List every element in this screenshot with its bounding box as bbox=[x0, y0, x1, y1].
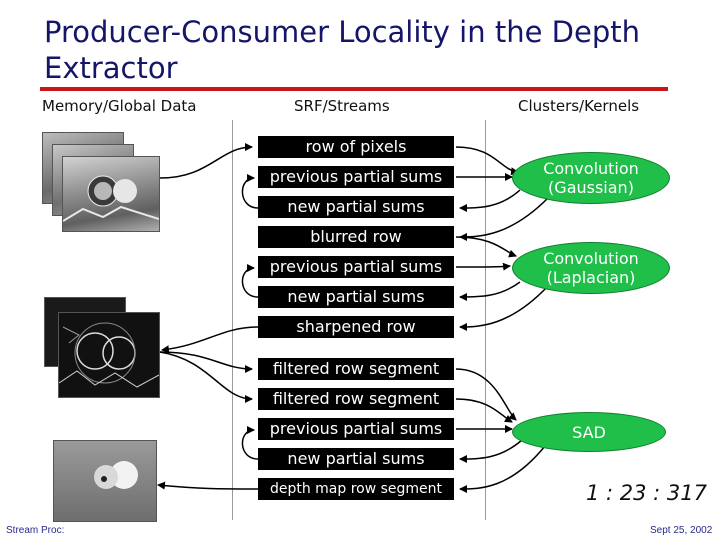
stream-bar: previous partial sums bbox=[258, 256, 454, 278]
stream-bar: new partial sums bbox=[258, 286, 454, 308]
column-divider-right bbox=[485, 120, 486, 520]
stream-bar: sharpened row bbox=[258, 316, 454, 338]
kernel-laplacian-line2: (Laplacian) bbox=[546, 268, 636, 287]
footer-date: Sept 25, 2002 bbox=[650, 525, 713, 536]
stream-bar: new partial sums bbox=[258, 196, 454, 218]
kernel-gaussian: Convolution(Gaussian) bbox=[512, 152, 670, 204]
footer-left: Stream Proc: bbox=[6, 525, 65, 536]
input-image-scene bbox=[63, 175, 159, 222]
kernel-laplacian-line1: Convolution bbox=[543, 249, 639, 268]
column-header-memory: Memory/Global Data bbox=[42, 97, 197, 115]
stream-bar: new partial sums bbox=[258, 448, 454, 470]
kernel-laplacian: Convolution(Laplacian) bbox=[512, 242, 670, 294]
stream-bar: row of pixels bbox=[258, 136, 454, 158]
kernel-gaussian-line1: Convolution bbox=[543, 159, 639, 178]
input-image-stack-front bbox=[62, 156, 160, 232]
stream-bar: previous partial sums bbox=[258, 418, 454, 440]
column-header-kernels: Clusters/Kernels bbox=[518, 97, 640, 115]
column-header-srf: SRF/Streams bbox=[294, 97, 390, 115]
column-divider-left bbox=[232, 120, 233, 520]
stream-bar: filtered row segment bbox=[258, 358, 454, 380]
depth-map-image bbox=[53, 440, 157, 522]
kernel-sad-label: SAD bbox=[572, 422, 606, 442]
page-title: Producer-Consumer Locality in the Depth … bbox=[44, 15, 640, 85]
stream-bar: previous partial sums bbox=[258, 166, 454, 188]
depth-map-scene bbox=[94, 461, 138, 489]
filtered-image-scene bbox=[59, 322, 159, 388]
bandwidth-ratio: 1 : 23 : 317 bbox=[586, 481, 708, 505]
kernel-gaussian-line2: (Gaussian) bbox=[548, 178, 634, 197]
title-divider bbox=[40, 87, 668, 91]
stream-bar: depth map row segment bbox=[258, 478, 454, 500]
filtered-image-stack-front bbox=[58, 312, 160, 398]
stream-bar: filtered row segment bbox=[258, 388, 454, 410]
stream-bar: blurred row bbox=[258, 226, 454, 248]
kernel-sad: SAD bbox=[512, 412, 666, 452]
